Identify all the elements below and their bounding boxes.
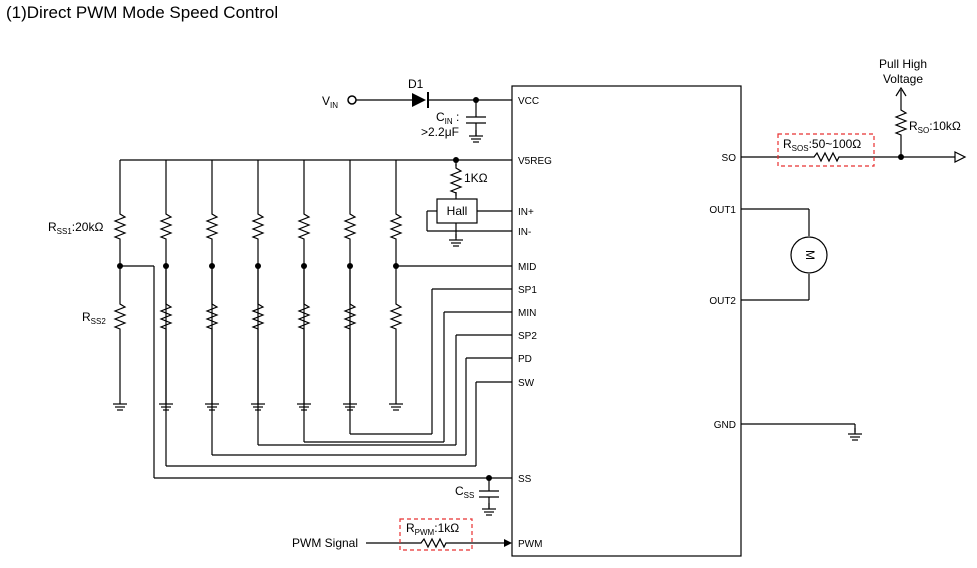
pin-so: SO xyxy=(722,153,737,164)
ground-symbols xyxy=(112,129,863,516)
rpwm-highlight-box xyxy=(399,518,473,551)
pin-pwm: PWM xyxy=(518,539,542,550)
pin-pd: PD xyxy=(518,354,532,365)
motor-label: M xyxy=(803,250,817,260)
pull-high-label-line2: Voltage xyxy=(883,72,923,86)
resistor-rpwm xyxy=(417,538,449,548)
pin-out1: OUT1 xyxy=(709,205,736,216)
rso-label: RSO:10kΩ xyxy=(909,119,961,135)
pin-gnd: GND xyxy=(714,420,736,431)
ic-body xyxy=(511,85,742,557)
pin-in-minus: IN- xyxy=(518,227,531,238)
resistor-rsos xyxy=(810,152,842,162)
pin-mid: MID xyxy=(518,262,536,273)
rpwm-label: RPWM:1kΩ xyxy=(406,521,459,537)
pwm-signal-label: PWM Signal xyxy=(292,536,358,550)
pin-sw: SW xyxy=(518,378,535,389)
vin-terminal xyxy=(347,95,357,105)
pin-sp2: SP2 xyxy=(518,331,537,342)
r1k-label: 1KΩ xyxy=(464,171,488,185)
pin-vcc: VCC xyxy=(518,96,539,107)
pin-ss: SS xyxy=(518,474,532,485)
rsos-highlight-box xyxy=(777,133,875,167)
pin-in-plus: IN+ xyxy=(518,207,534,218)
hall-label: Hall xyxy=(447,204,468,218)
rss1-label: RSS1:20kΩ xyxy=(48,220,103,236)
pin-sp1: SP1 xyxy=(518,285,537,296)
resistor-rso xyxy=(895,105,907,139)
pwm-arrow-icon xyxy=(504,539,512,547)
rss2-label: RSS2 xyxy=(82,310,106,326)
diode-d1-icon xyxy=(412,92,429,108)
vin-label: VIN xyxy=(322,94,338,110)
resistor-1k xyxy=(450,163,462,197)
pin-min: MIN xyxy=(518,308,536,319)
pull-high-arrow-icon xyxy=(895,86,907,97)
rsos-label: RSOS:50~100Ω xyxy=(783,137,861,153)
cin-value: >2.2μF xyxy=(421,125,459,139)
motor-icon xyxy=(790,236,828,274)
page-title: (1)Direct PWM Mode Speed Control xyxy=(6,3,279,22)
so-output-arrow-icon xyxy=(954,151,967,163)
pin-out2: OUT2 xyxy=(709,296,736,307)
d1-label: D1 xyxy=(408,77,424,91)
pull-high-label-line1: Pull High xyxy=(879,57,927,71)
cin-label: CIN : xyxy=(436,110,459,126)
css-label: CSS xyxy=(455,484,474,500)
pin-v5reg: V5REG xyxy=(518,156,552,167)
